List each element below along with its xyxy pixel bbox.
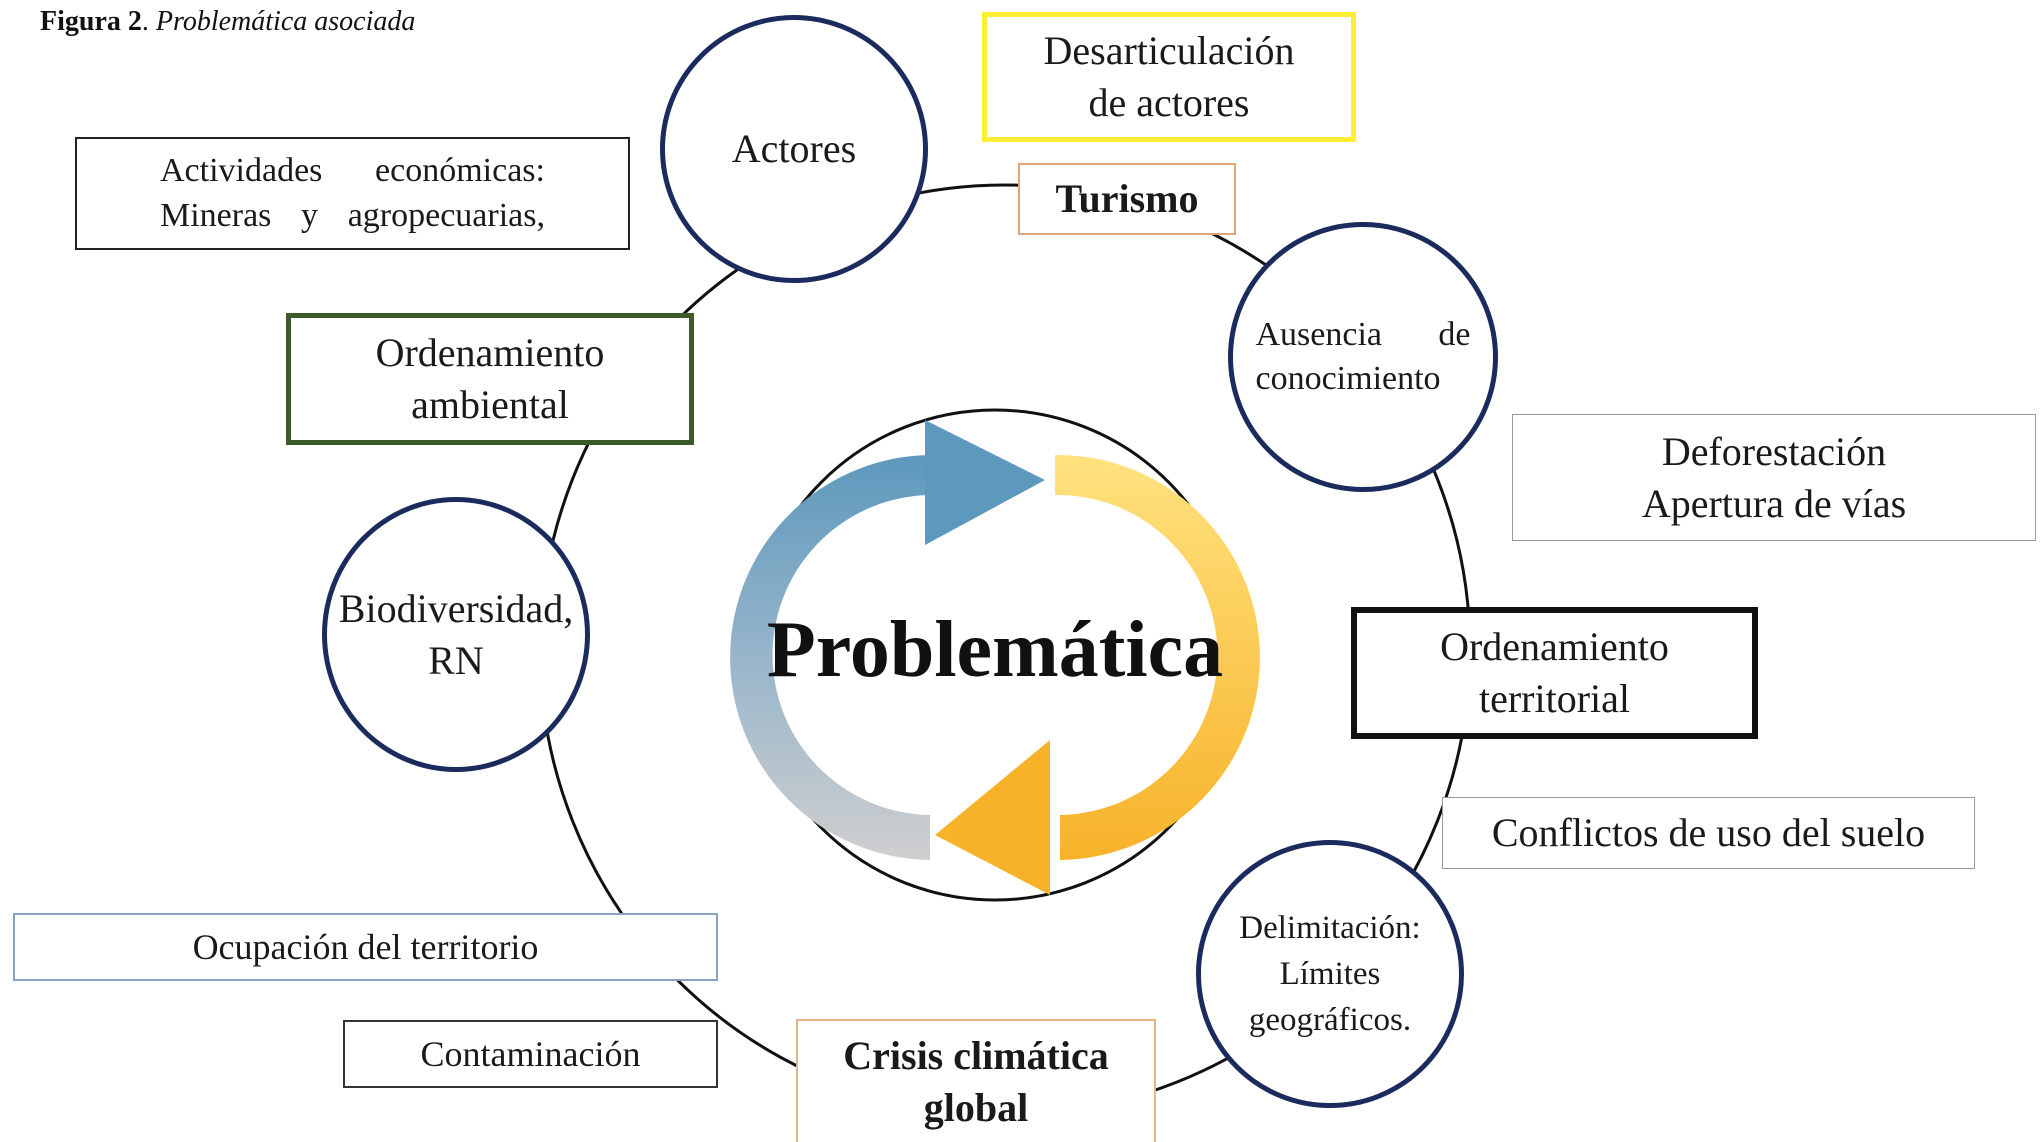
cycle-arrows-icon	[730, 420, 1260, 895]
box-conflictos-label: Conflictos de uso del suelo	[1491, 810, 1926, 855]
box-turismo: Turismo	[1018, 163, 1236, 235]
node-delimitacion-line2: Límites	[1279, 955, 1381, 992]
node-biodiversidad-line1: Biodiversidad,	[338, 585, 574, 631]
box-desarticulacion-line2: de actores	[1088, 80, 1250, 125]
box-contaminacion: Contaminación	[343, 1020, 718, 1088]
node-actores-label: Actores	[731, 126, 857, 171]
box-crisis-climatica: Crisis climática global	[796, 1019, 1156, 1142]
caption-title: Problemática asociada	[155, 6, 416, 37]
node-biodiversidad: Biodiversidad, RN	[322, 497, 590, 772]
box-actividades-line1: Actividades económicas:	[160, 152, 545, 190]
node-actores: Actores	[660, 15, 928, 283]
box-actividades-economicas: Actividades económicas: Mineras y agrope…	[75, 137, 630, 250]
node-biodiversidad-text: Biodiversidad, RN	[339, 583, 573, 687]
node-delimitacion-line3: geográficos.	[1248, 1002, 1412, 1039]
node-biodiversidad-line2: RN	[428, 637, 484, 683]
box-ordenamiento-territorial-line1: Ordenamiento	[1440, 624, 1669, 669]
node-delimitacion: Delimitación: Límites geográficos.	[1196, 840, 1464, 1108]
box-ocupacion-label: Ocupación del territorio	[192, 926, 539, 967]
box-desarticulacion: Desarticulación de actores	[982, 12, 1356, 142]
box-ordenamiento-ambiental-line2: ambiental	[411, 382, 569, 427]
caption-separator: .	[141, 6, 156, 37]
box-ordenamiento-territorial: Ordenamiento territorial	[1351, 607, 1758, 739]
figure-caption: Figura 2. Problemática asociada	[40, 6, 415, 38]
box-contaminacion-label: Contaminación	[420, 1033, 641, 1074]
node-delimitacion-line1: Delimitación:	[1239, 909, 1421, 946]
box-deforestacion-line2: Apertura de vías	[1641, 480, 1907, 526]
box-deforestacion: Deforestación Apertura de vías	[1512, 414, 2036, 541]
box-ordenamiento-ambiental-line1: Ordenamiento	[375, 330, 605, 375]
box-desarticulacion-line1: Desarticulación	[1043, 28, 1295, 73]
caption-label: Figura 2	[40, 6, 142, 37]
center-label: Problemática	[766, 606, 1224, 694]
box-crisis-line1: Crisis climática	[843, 1032, 1109, 1078]
box-ordenamiento-territorial-line2: territorial	[1478, 676, 1631, 721]
node-ausencia-line2: conocimiento	[1255, 360, 1441, 397]
box-actividades-line2: Mineras y agropecuarias,	[160, 196, 545, 234]
box-deforestacion-line1: Deforestación	[1661, 428, 1887, 474]
box-ordenamiento-ambiental: Ordenamiento ambiental	[286, 313, 694, 445]
node-ausencia-line1: Ausencia de	[1255, 315, 1471, 353]
node-ausencia-text: Ausencia de conocimiento	[1256, 313, 1471, 401]
node-ausencia-conocimiento: Ausencia de conocimiento	[1228, 222, 1498, 492]
node-delimitacion-text: Delimitación: Límites geográficos.	[1239, 905, 1420, 1044]
box-turismo-label: Turismo	[1055, 176, 1199, 221]
box-crisis-line2: global	[923, 1084, 1029, 1130]
box-conflictos-uso-suelo: Conflictos de uso del suelo	[1442, 797, 1975, 869]
box-ocupacion-territorio: Ocupación del territorio	[13, 913, 718, 981]
